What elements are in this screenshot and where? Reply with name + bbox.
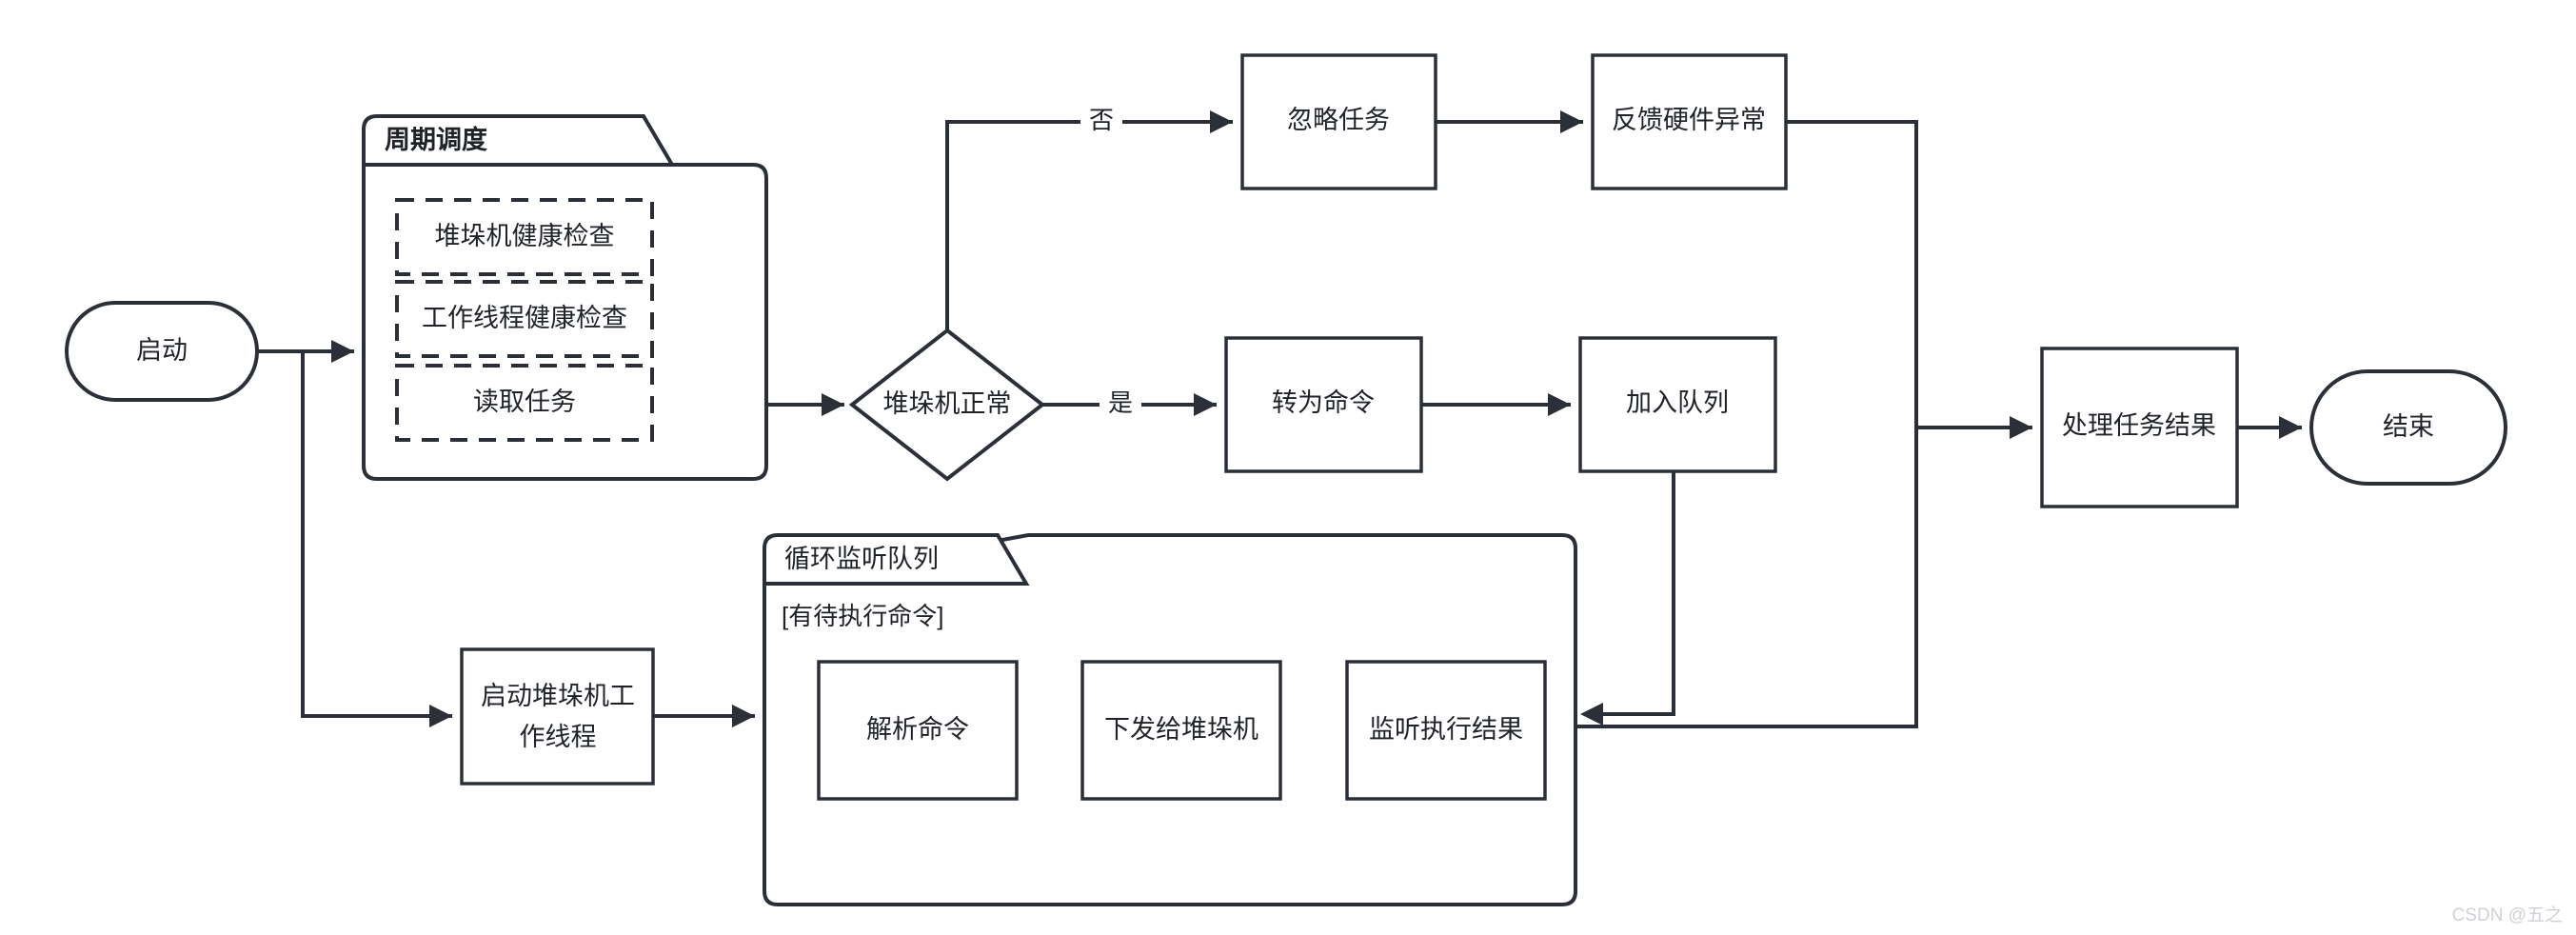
arrowhead-decision-yes: [1194, 393, 1217, 416]
node-handle-result-label: 处理任务结果: [2062, 411, 2216, 440]
edge-listenresult-to-handle: [1542, 428, 1918, 728]
node-end[interactable]: 结束: [2309, 369, 2507, 486]
node-handle-result[interactable]: 处理任务结果: [2040, 347, 2239, 508]
node-to-command[interactable]: 转为命令: [1224, 336, 1423, 473]
edge-decision-no: [945, 120, 1233, 330]
periodic-item-0-label: 堆垛机健康检查: [435, 222, 615, 250]
group-periodic-schedule[interactable]: 周期调度 堆垛机健康检查 工作线程健康检查 读取任务: [362, 114, 768, 481]
arrowhead-start-to-worker: [429, 705, 452, 727]
edge-label-yes: 是: [1108, 388, 1133, 417]
node-decision-machine-ok[interactable]: 堆垛机正常: [848, 328, 1046, 482]
node-start-shape: [65, 301, 259, 402]
periodic-item-2-label: 读取任务: [473, 388, 576, 416]
node-ignore-task-label: 忽略任务: [1287, 106, 1390, 134]
edge-start-to-worker: [301, 351, 452, 718]
node-decision-shape: [848, 328, 1046, 482]
loop-item-2-label: 监听执行结果: [1369, 715, 1523, 744]
node-feedback-hw-error[interactable]: 反馈硬件异常: [1591, 53, 1788, 190]
periodic-item-1-label: 工作线程健康检查: [422, 304, 627, 332]
node-handle-result-shape: [2040, 347, 2239, 508]
periodic-item-2-box[interactable]: [395, 364, 654, 442]
loop-item-0-box[interactable]: [817, 660, 1019, 801]
node-start-worker-thread-label-line2: 作线程: [520, 723, 597, 751]
arrowhead-worker-to-loopgroup: [732, 705, 755, 727]
node-decision-label: 堆垛机正常: [883, 389, 1012, 418]
group-periodic-title: 周期调度: [385, 125, 487, 154]
edge-label-yes-backdrop: [1100, 386, 1141, 424]
node-enqueue[interactable]: 加入队列: [1578, 336, 1777, 473]
node-to-command-label: 转为命令: [1272, 388, 1375, 417]
group-periodic-tab: [362, 114, 676, 167]
periodic-item-0-box[interactable]: [395, 198, 654, 276]
edge-enqueue-to-loopgroup: [1585, 467, 1675, 716]
node-to-command-shape: [1224, 336, 1423, 473]
edge-labels-layer: 否 是: [1080, 103, 1141, 424]
loop-item-1-box[interactable]: [1080, 660, 1282, 801]
group-loop-tab: [763, 533, 1030, 586]
node-ignore-task[interactable]: 忽略任务: [1240, 53, 1437, 190]
arrowhead-handle-to-end: [2279, 416, 2302, 439]
loop-item-1-label: 下发给堆垛机: [1104, 715, 1258, 744]
loop-item-0-label: 解析命令: [866, 715, 969, 744]
node-start-worker-thread-shape: [460, 647, 655, 786]
arrowhead-decision-no: [1210, 110, 1233, 133]
node-ignore-task-shape: [1240, 53, 1437, 190]
node-end-label: 结束: [2383, 412, 2434, 441]
arrowhead-feedback-to-handle: [2010, 416, 2032, 439]
node-feedback-hw-error-shape: [1591, 53, 1788, 190]
edge-label-no-backdrop: [1080, 103, 1122, 141]
arrowhead-ignore-to-feedback: [1560, 110, 1583, 133]
edge-label-no: 否: [1089, 106, 1114, 134]
edge-feedback-to-handle: [1785, 120, 2032, 429]
node-enqueue-shape: [1578, 336, 1777, 473]
arrowhead-readtask-to-decision: [822, 393, 844, 416]
watermark-text: CSDN @五之: [2452, 905, 2563, 925]
periodic-item-1-box[interactable]: [395, 280, 654, 358]
node-start-label: 启动: [136, 336, 188, 365]
group-loop-listen-queue[interactable]: 循环监听队列 [有待执行命令] 解析命令 下发给堆垛机 监听执行结果: [763, 533, 1577, 906]
group-loop-title: 循环监听队列: [784, 545, 939, 573]
node-start[interactable]: 启动: [65, 301, 259, 402]
arrowhead-tocommand-to-enqueue: [1548, 393, 1571, 416]
node-enqueue-label: 加入队列: [1626, 388, 1729, 417]
group-loop-guard: [有待执行命令]: [782, 602, 943, 630]
arrowhead-enqueue-to-loopgroup: [1580, 703, 1603, 726]
arrowhead-start-to-periodic: [331, 340, 354, 363]
node-feedback-hw-error-label: 反馈硬件异常: [1612, 106, 1766, 134]
node-end-shape: [2309, 369, 2507, 486]
loop-item-2-box[interactable]: [1345, 660, 1547, 801]
node-start-worker-thread-label-line1: 启动堆垛机工: [481, 682, 635, 710]
node-start-worker-thread[interactable]: 启动堆垛机工 作线程: [460, 647, 655, 786]
